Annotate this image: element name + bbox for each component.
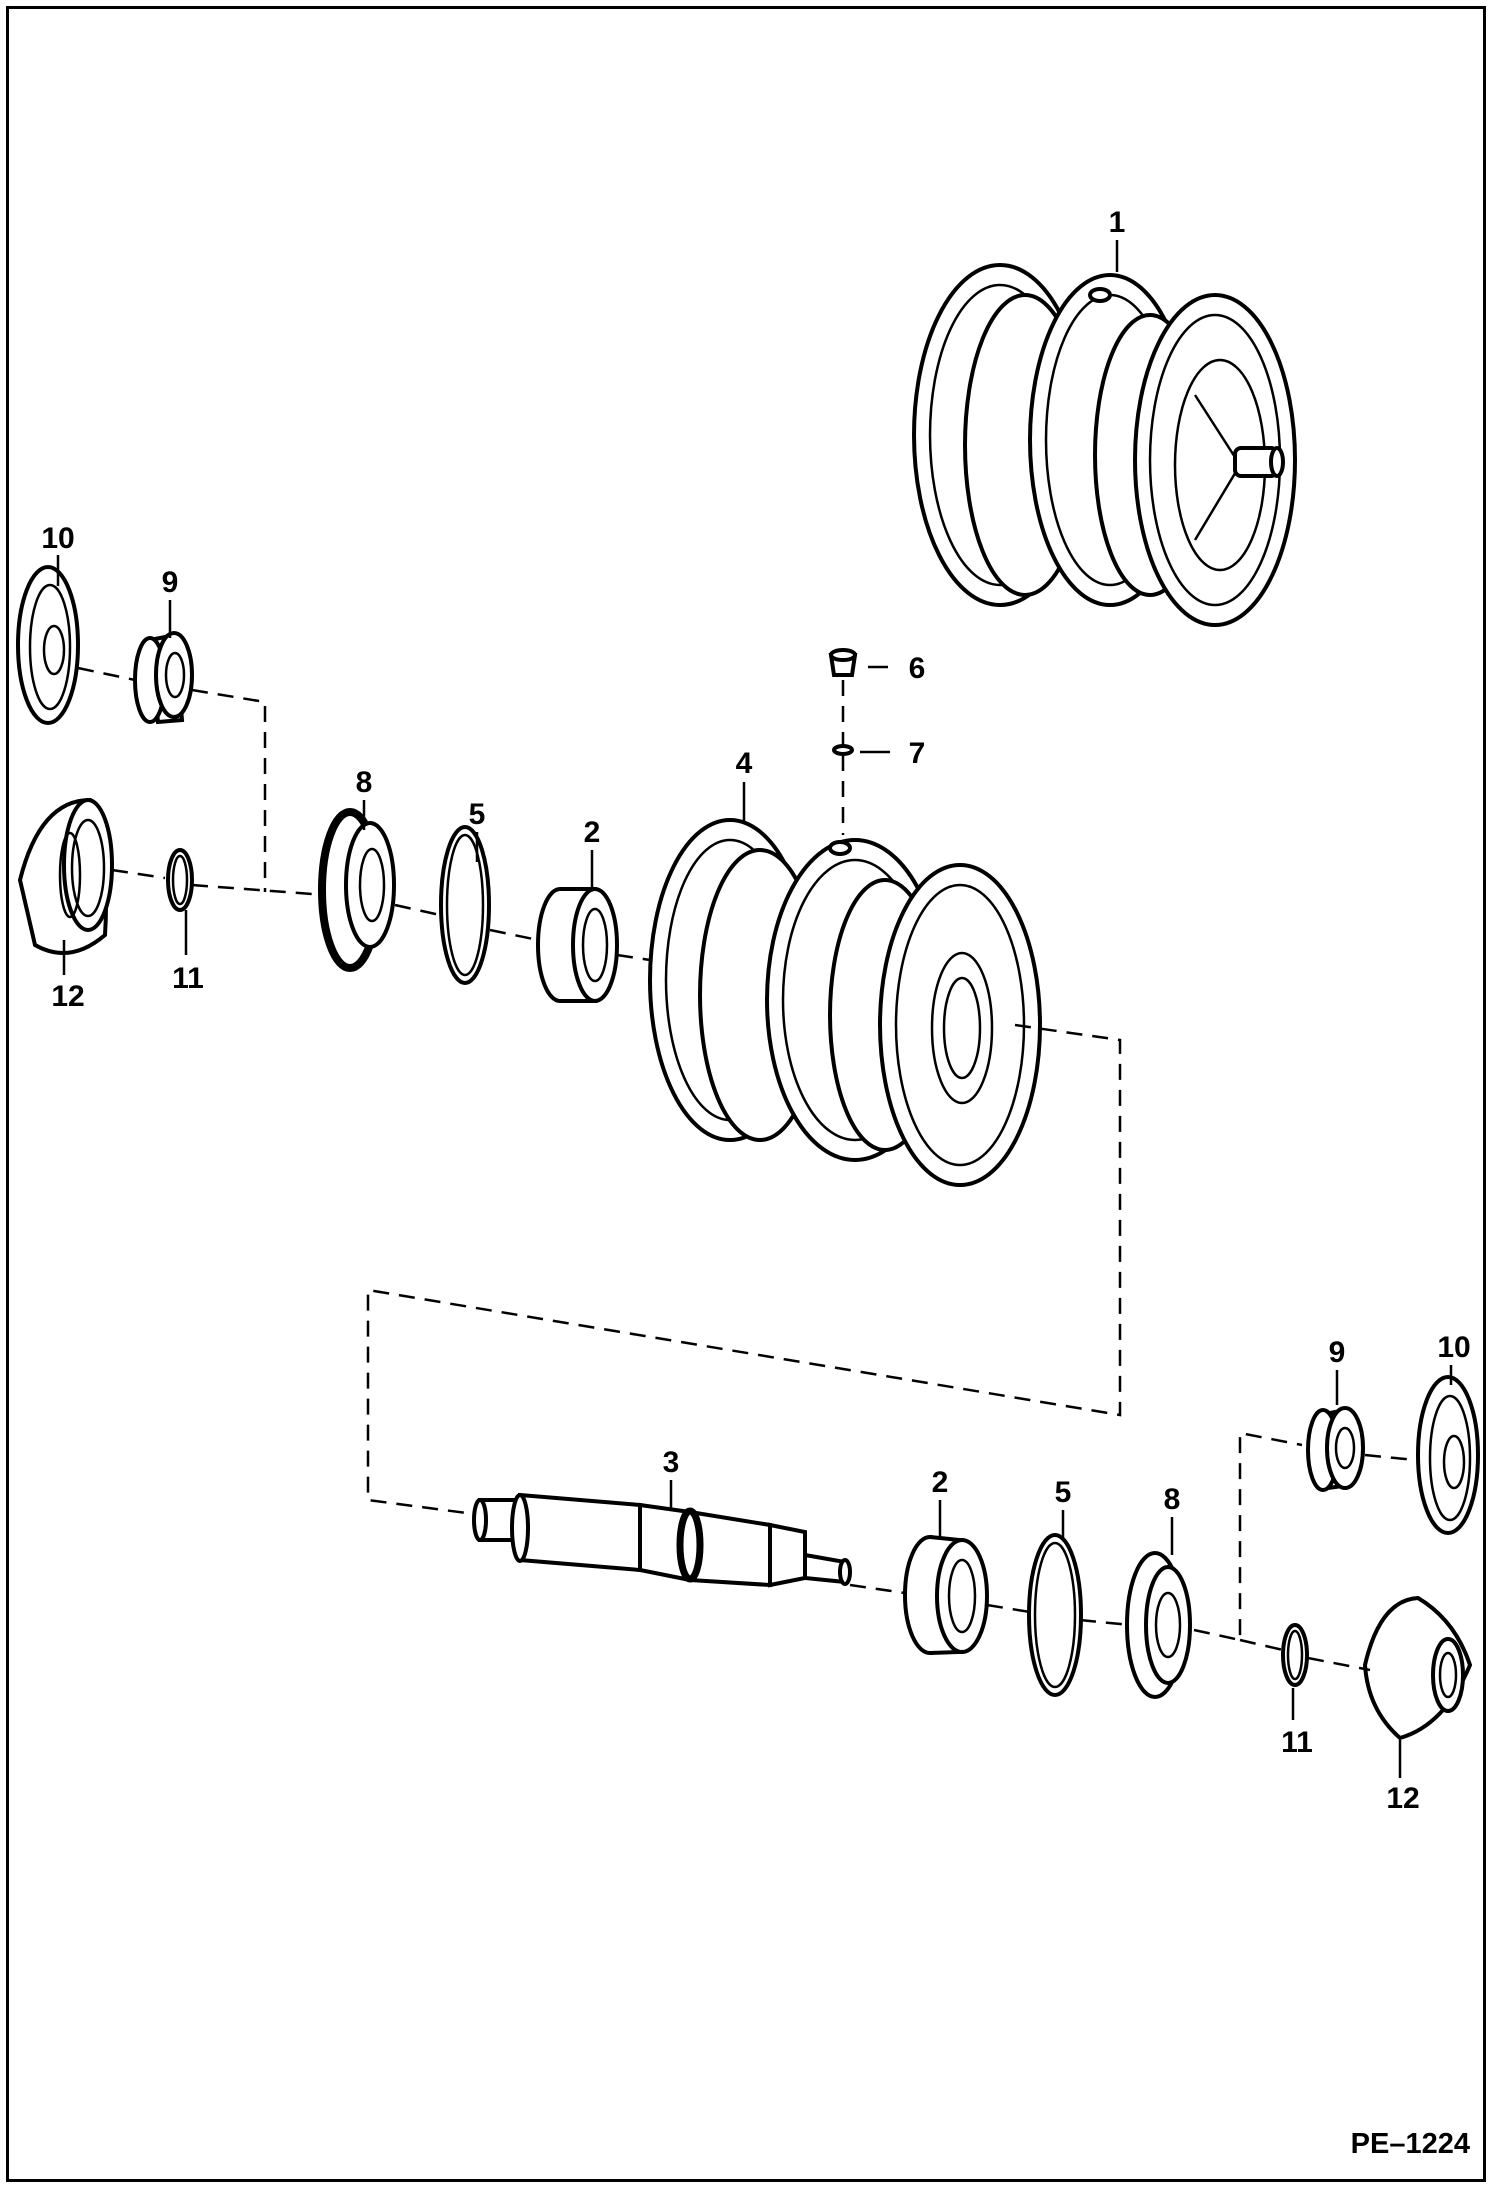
callout-5-upper: 5 [469,798,486,831]
callout-10-upper: 10 [41,522,74,555]
part-3-shaft [472,1492,852,1588]
callout-9-lower: 9 [1329,1336,1346,1369]
part-11-ring-upper [166,848,194,912]
callout-11-lower: 11 [1281,1726,1313,1759]
callout-5-lower: 5 [1055,1476,1072,1509]
part-2-bearing-lower [903,1535,989,1655]
part-10-seal-ring-upper [16,565,80,725]
callout-12-lower: 12 [1386,1782,1419,1815]
callout-8-lower: 8 [1164,1483,1181,1516]
callout-2-upper: 2 [584,816,601,849]
part-9-collar-upper [133,631,194,725]
callout-2-lower: 2 [932,1466,949,1499]
assembly-dashed-lines [77,666,1416,1672]
callout-1: 1 [1109,206,1126,239]
part-9-collar-lower [1306,1406,1365,1492]
callout-labels: 1 10 9 6 7 4 8 5 2 12 11 9 10 3 2 5 8 11… [41,206,1470,1815]
part-11-ring-lower [1281,1623,1309,1687]
part-2-bearing-upper [536,887,619,1003]
callout-11-upper: 11 [172,962,204,995]
callout-12-upper: 12 [51,980,84,1013]
callout-leader-lines [56,240,1453,1778]
part-5-snap-ring-lower [1027,1533,1083,1697]
callout-8-upper: 8 [356,766,373,799]
callout-6: 6 [909,652,926,685]
callout-7: 7 [909,737,926,770]
part-7-o-ring [832,744,854,756]
figure-code: PE–1224 [1351,2128,1470,2160]
callout-3: 3 [663,1446,680,1479]
callout-4: 4 [736,747,753,780]
part-8-seal-lower [1125,1551,1192,1699]
part-4-roller-body [648,818,1042,1187]
callout-10-lower: 10 [1437,1331,1470,1364]
part-6-grease-fitting [828,648,858,677]
callout-9-upper: 9 [162,566,179,599]
part-12-end-cap-lower [1362,1595,1473,1741]
part-10-seal-ring-lower [1416,1375,1480,1535]
part-5-snap-ring-upper [439,825,491,985]
part-12-end-cap-upper [17,797,114,955]
part-8-seal-upper [318,808,396,972]
part-1-assembled-roller [912,263,1297,627]
